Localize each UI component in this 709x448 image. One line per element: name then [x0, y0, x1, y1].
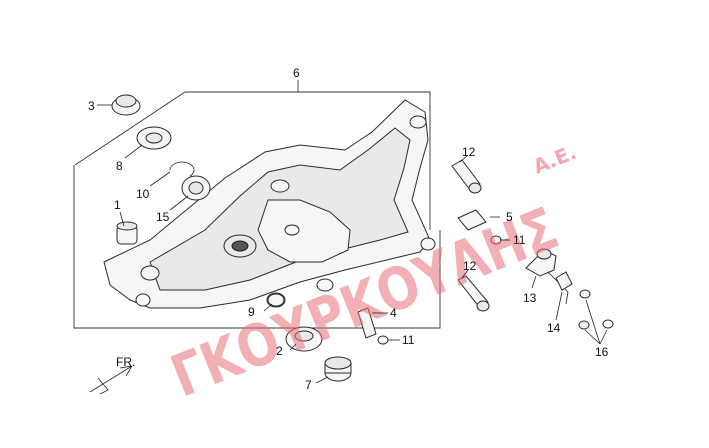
callout-15: 13 [523, 291, 537, 305]
callout-1: 1 [114, 198, 121, 212]
direction-arrow-icon [89, 365, 133, 395]
callout-11-upper: 11 [513, 233, 526, 247]
callout-13: 15 [156, 210, 170, 224]
callout-2: 2 [276, 344, 283, 358]
callout-5: 5 [506, 210, 513, 224]
swing-arm [103, 99, 436, 309]
callout-14: 14 [547, 321, 561, 335]
part-4-bracket [357, 307, 377, 339]
part-1-bushing [116, 221, 138, 245]
callout-4: 4 [390, 306, 397, 320]
part-13-bearing [181, 175, 211, 201]
part-7-cap [324, 356, 352, 382]
callout-6: 6 [293, 66, 300, 80]
watermark-suffix: Α.Ε. [530, 140, 580, 179]
forward-direction-indicator: FR. [89, 355, 135, 395]
callout-3: 3 [88, 99, 95, 113]
part-12-upper-rod [451, 159, 482, 194]
part-11-bolt-lower [377, 335, 389, 345]
callout-12-lower: 12 [463, 259, 477, 273]
callout-10: 10 [136, 187, 150, 201]
callout-16: 16 [595, 345, 609, 359]
callout-7: 7 [305, 378, 312, 392]
direction-label: FR. [116, 355, 135, 369]
part-16-screws [578, 289, 614, 330]
part-15-sensor-bracket [525, 248, 569, 305]
part-14-pin [555, 271, 573, 291]
part-12-lower-rod [457, 275, 490, 312]
part-10-circlip [169, 161, 195, 177]
part-8-washer [136, 126, 172, 150]
callout-numbers: 6 3 8 10 15 1 12 5 11 12 4 11 9 2 7 13 1… [88, 66, 609, 392]
part-3-bushing [111, 94, 141, 116]
callout-9: 9 [248, 305, 255, 319]
callout-8: 8 [116, 159, 123, 173]
callout-12-upper: 12 [462, 145, 476, 159]
assembly-frame-outline [73, 91, 441, 329]
leader-lines [97, 80, 608, 384]
part-9-spacer [267, 293, 285, 307]
callout-11-lower: 11 [402, 333, 415, 347]
part-5-bracket [457, 209, 487, 231]
